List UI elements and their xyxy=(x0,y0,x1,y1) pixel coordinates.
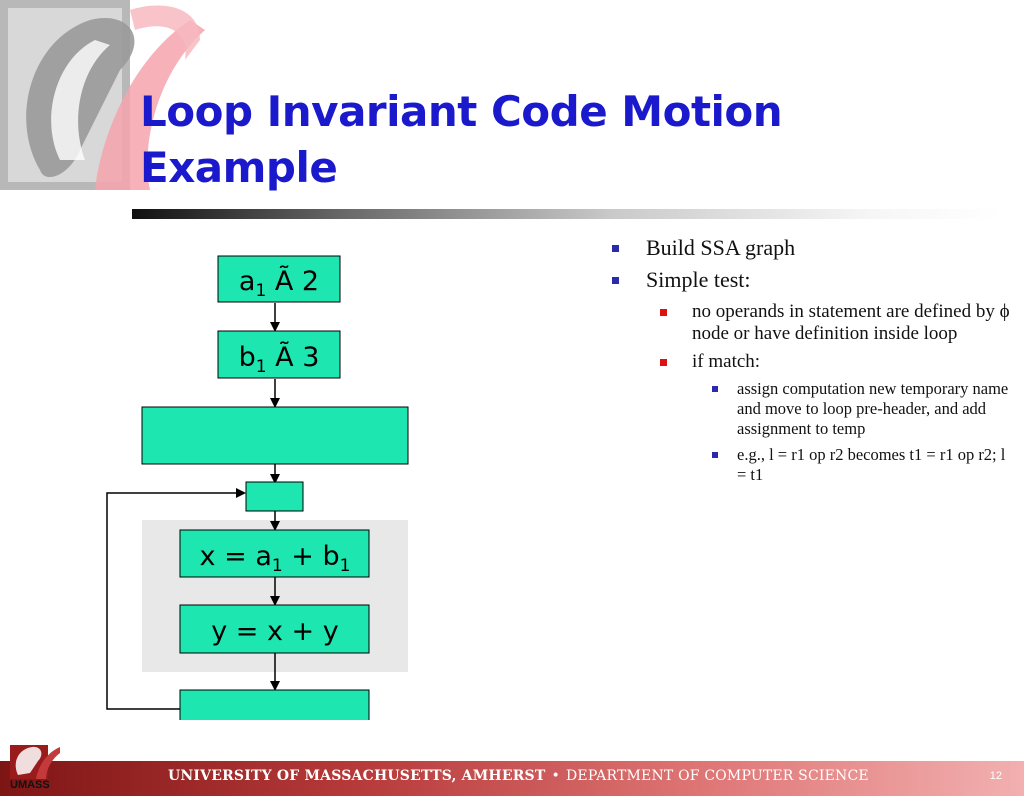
title-divider xyxy=(132,209,1002,219)
node-b1-assign: b1 Ã 3 xyxy=(217,330,341,379)
footer-caption: UNIVERSITY OF MASSACHUSETTS, AMHERST • DEP… xyxy=(168,768,869,784)
svg-text:a1 Ã 2: a1 Ã 2 xyxy=(239,265,319,301)
svg-text:b1 Ã 3: b1 Ã 3 xyxy=(239,341,320,377)
subbullet-if-match: if match: xyxy=(608,351,1013,373)
node-empty-loop-exit xyxy=(179,689,370,720)
footer-separator: • xyxy=(551,768,560,784)
bullet-simple-test: Simple test: xyxy=(608,265,1013,295)
node-a1-assign: a1 Ã 2 xyxy=(217,255,341,303)
ssa-flowchart: a1 Ã 2 b1 Ã 3 x = a1 + b1 y = x + y xyxy=(106,255,409,720)
node-empty-preheader xyxy=(141,406,409,465)
page-number: 12 xyxy=(989,770,1002,782)
umass-logo: UMASS xyxy=(8,741,62,793)
title-line-1: Loop Invariant Code Motion xyxy=(140,87,783,136)
bullet-build-ssa: Build SSA graph xyxy=(608,233,1013,263)
bullet-list: Build SSA graph Simple test: no operands… xyxy=(608,231,1013,485)
node-y-assign: y = x + y xyxy=(179,604,370,654)
umass-watermark-logo xyxy=(0,0,205,190)
subbullet-no-operands: no operands in statement are defined by … xyxy=(608,301,1013,345)
title-line-2: Example xyxy=(140,143,338,192)
footer-university: UNIVERSITY OF MASSACHUSETTS, AMHERST xyxy=(168,768,546,784)
slide-title: Loop Invariant Code Motion Example xyxy=(140,84,783,196)
footer-department: DEPARTMENT OF COMPUTER SCIENCE xyxy=(565,768,869,784)
loop-back-edge xyxy=(106,488,246,710)
subsubbullet-example: e.g., l = r1 op r2 becomes t1 = r1 op r2… xyxy=(608,445,1013,485)
umass-logo-mark xyxy=(10,745,60,779)
svg-text:y = x + y: y = x + y xyxy=(211,616,339,647)
svg-text:x = a1 + b1: x = a1 + b1 xyxy=(200,541,351,576)
node-x-assign: x = a1 + b1 xyxy=(179,529,370,578)
umass-wordmark: UMASS xyxy=(10,779,50,791)
subsubbullet-assign-computation: assign computation new temporary name an… xyxy=(608,379,1013,439)
footer-bar: UNIVERSITY OF MASSACHUSETTS, AMHERST • DEP… xyxy=(0,761,1024,796)
node-empty-loop-header xyxy=(245,481,304,512)
